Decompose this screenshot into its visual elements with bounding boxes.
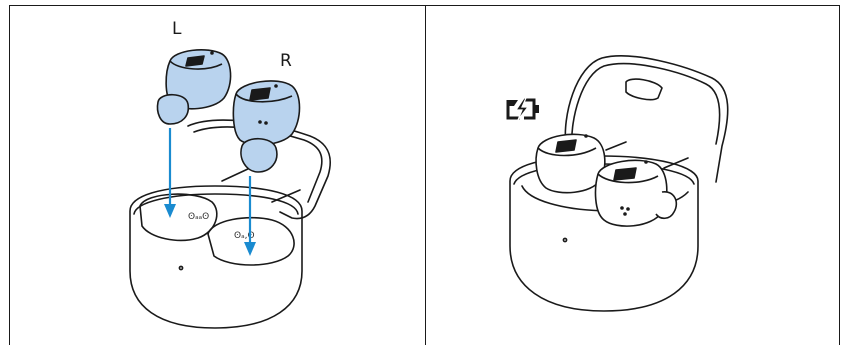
- lid-latch: [626, 79, 662, 99]
- insert-arrow-left: [164, 128, 176, 218]
- right-earbud-docked: [596, 160, 677, 226]
- right-cradle-marking: ʘₐ,ʘ: [234, 231, 255, 241]
- insert-earbuds-panel: ʘₐₐʘ ʘₐ,ʘ L R: [10, 6, 425, 340]
- charging-battery-icon: [508, 98, 539, 120]
- right-earbud: [233, 81, 299, 172]
- left-earbud-docked: [536, 134, 605, 192]
- charging-case-illustration: [426, 6, 839, 340]
- right-earbud-label: R: [280, 51, 292, 71]
- insert-earbuds-illustration: ʘₐₐʘ ʘₐ,ʘ L R: [10, 6, 425, 340]
- charging-panel: [426, 6, 839, 340]
- left-earbud-label: L: [172, 19, 182, 39]
- left-cradle-marking: ʘₐₐʘ: [188, 212, 209, 222]
- left-earbud: [158, 50, 231, 124]
